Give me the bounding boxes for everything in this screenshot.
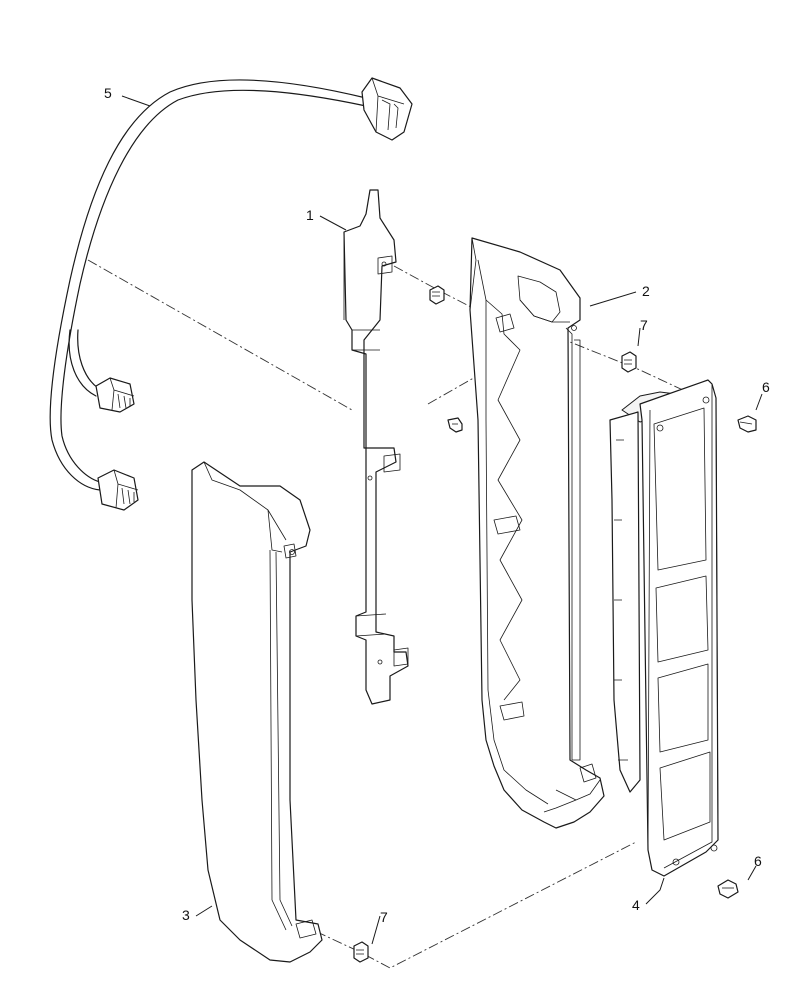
screw-lower bbox=[717, 879, 739, 899]
callout-4: 4 bbox=[632, 897, 640, 913]
callout-6-lower: 6 bbox=[754, 853, 762, 869]
retaining-clip-lower bbox=[353, 941, 369, 963]
inner-housing-frame bbox=[469, 237, 605, 829]
callout-7-lower: 7 bbox=[380, 909, 388, 925]
callout-2: 2 bbox=[642, 283, 650, 299]
outer-cover bbox=[191, 461, 323, 963]
mounting-bracket bbox=[343, 189, 409, 705]
screw-left bbox=[447, 417, 463, 433]
retaining-clip-upper bbox=[429, 285, 445, 305]
callout-3: 3 bbox=[182, 907, 190, 923]
callout-5: 5 bbox=[104, 85, 112, 101]
lamp-assembly bbox=[609, 379, 719, 877]
wire-harness bbox=[49, 77, 413, 511]
lower-connector bbox=[97, 469, 139, 511]
screw-upper bbox=[737, 415, 757, 433]
callout-6-upper: 6 bbox=[762, 379, 770, 395]
top-connector bbox=[361, 77, 413, 141]
callout-7-upper: 7 bbox=[640, 317, 648, 333]
middle-connector bbox=[95, 377, 135, 413]
callout-1: 1 bbox=[306, 207, 314, 223]
alignment-lines bbox=[87, 259, 701, 969]
retaining-clip-right bbox=[621, 351, 637, 373]
leader-lines bbox=[121, 95, 763, 945]
